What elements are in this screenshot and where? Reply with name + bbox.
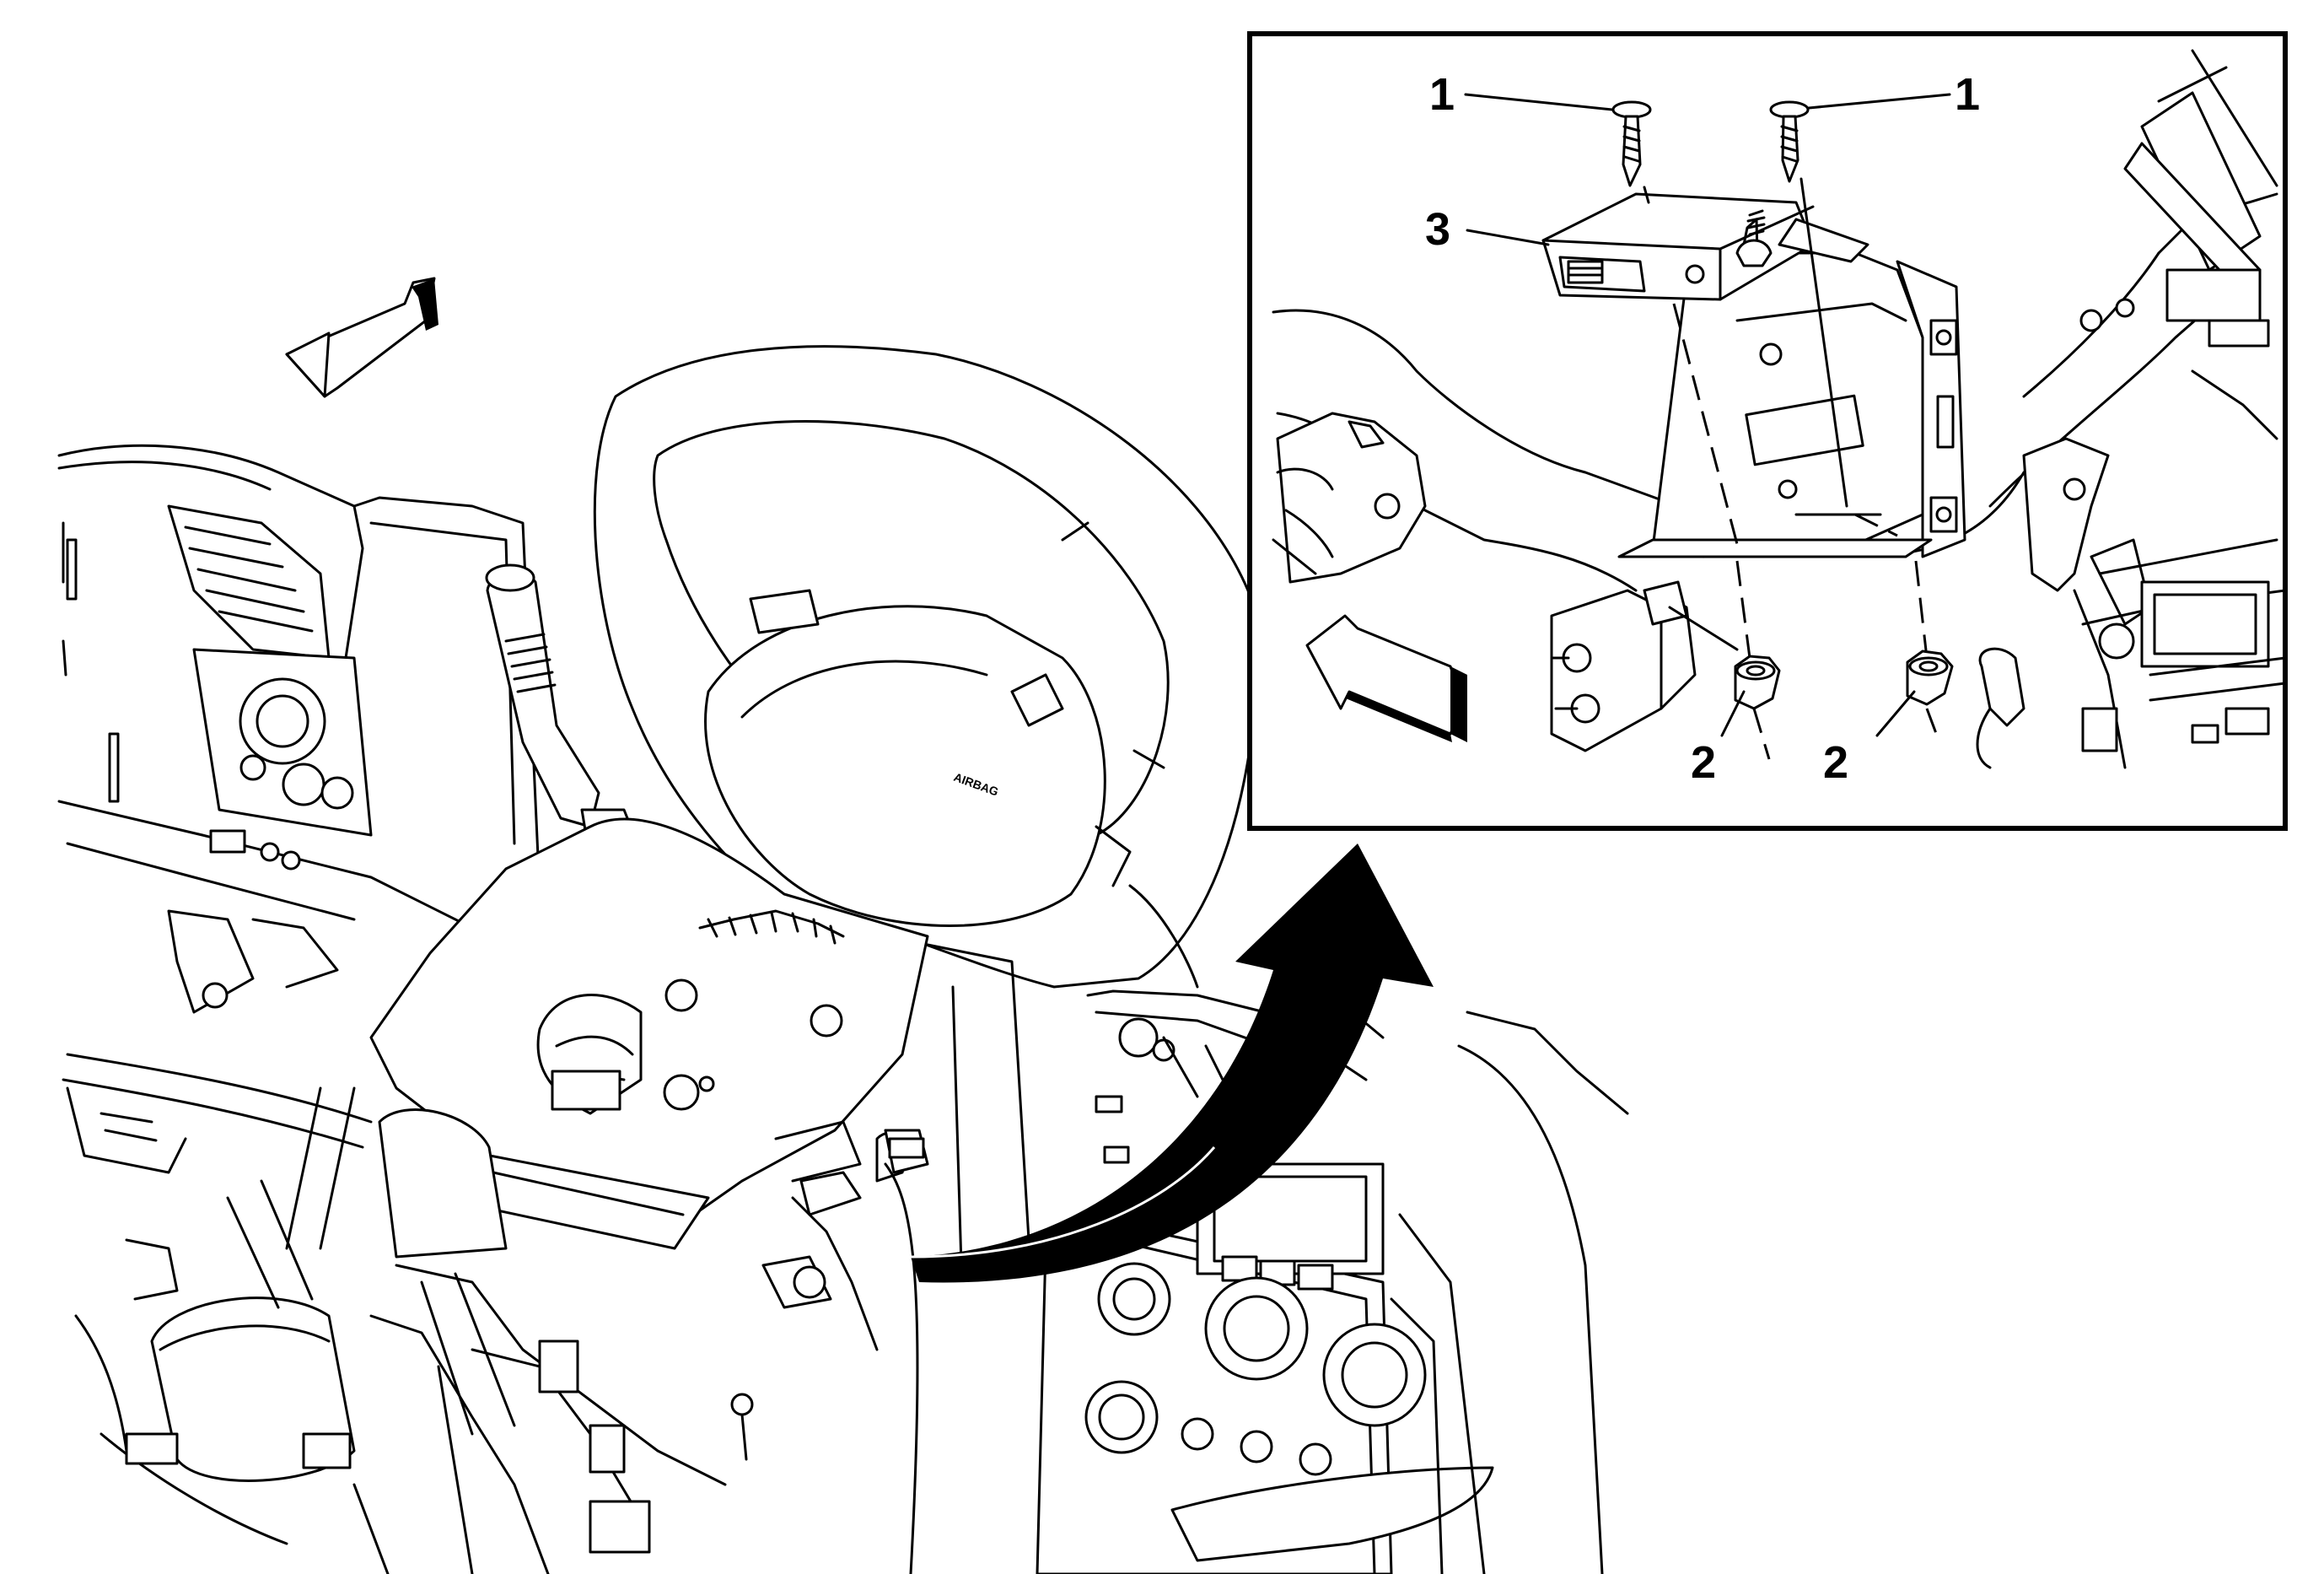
leader-2-left (1720, 690, 1746, 737)
leader-3 (1466, 229, 1550, 246)
steering-wheel: AIRBAG (593, 345, 1258, 989)
leader-1-left (1464, 93, 1614, 111)
callout-3: 3 (1425, 204, 1450, 255)
leader-2-right (1875, 690, 1916, 737)
hvac-panel (1036, 1162, 1494, 1574)
air-vent (167, 504, 331, 660)
forward-arrow-inset (1305, 614, 1467, 742)
mounting-bracket (1617, 251, 1966, 558)
callout-2-left: 2 (1691, 737, 1716, 788)
forward-arrow-main (285, 277, 438, 398)
callout-1-right: 1 (1955, 69, 1980, 120)
callout-2-right: 2 (1823, 737, 1848, 788)
callout-1-left: 1 (1429, 69, 1455, 120)
detail-transition-arrow (910, 844, 1434, 1283)
detail-inset: 1 1 3 2 2 (1247, 31, 2288, 831)
leader-1-right (1807, 93, 1951, 110)
screw-right (1769, 100, 1810, 183)
module (1541, 192, 1869, 301)
steering-column-cover (369, 817, 929, 1250)
main-view: AIRBAG (57, 277, 1629, 1574)
screw-left (1611, 100, 1652, 187)
